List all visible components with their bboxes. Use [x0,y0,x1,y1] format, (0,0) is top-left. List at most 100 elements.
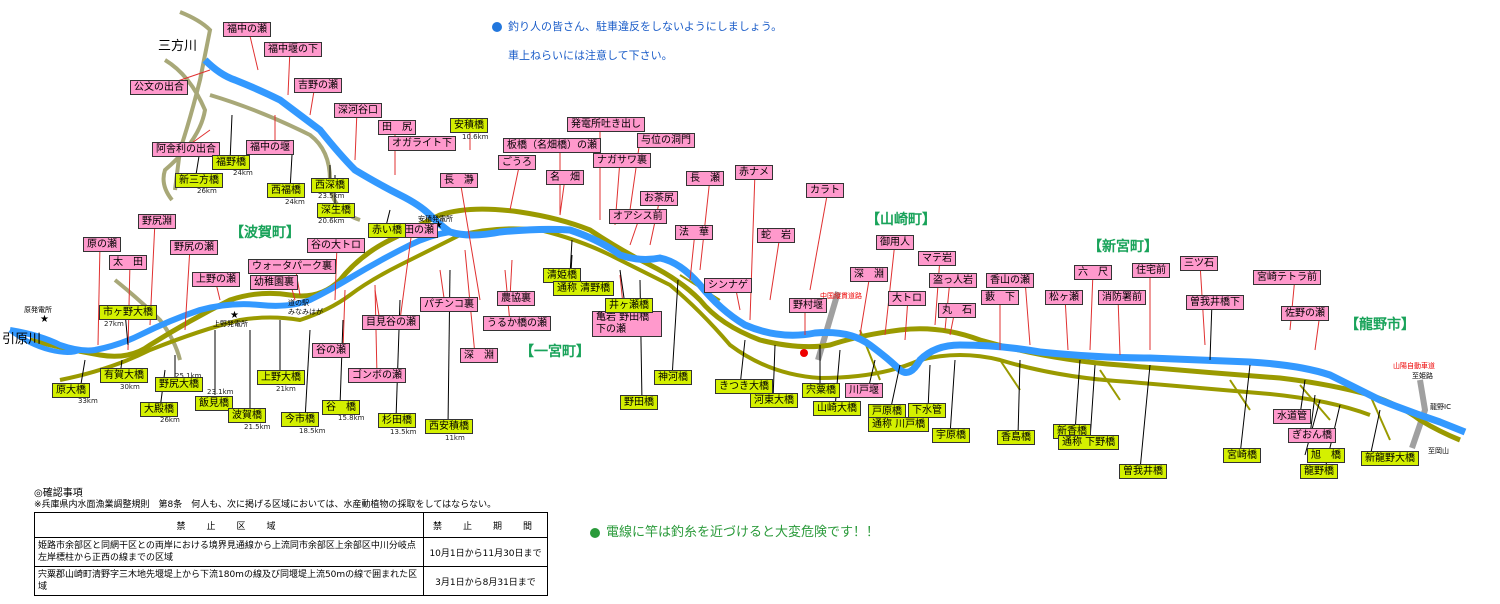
distance-marker: 27km [104,320,124,328]
bridge-label: 今市橋 [281,412,319,427]
spot-label: 藪 下 [981,290,1019,305]
rule-period: 10月1日から11月30日まで [423,537,548,567]
rules-title: ◎確認事項 [34,488,83,499]
star-marker-1: ★ [40,314,49,325]
spot-label: 大トロ [888,291,926,306]
bridge-label: 原大橋 [52,383,90,398]
distance-marker: 23.1km [207,388,234,396]
spot-label: 川戸堰 [845,383,883,398]
bridge-label: 赤い橋 [368,223,406,238]
distance-marker: 13.5km [390,428,417,436]
trail-ridge [209,93,361,222]
star-marker-3: ★ [434,220,443,231]
bridge-label: 市ヶ野大橋 [99,305,157,320]
expressway-sanyo [1409,379,1429,449]
spot-label: 三ツ石 [1180,256,1218,271]
distance-marker: 15.8km [338,414,365,422]
spot-label: 深河谷口 [334,103,382,118]
bridge-label: 井ヶ瀬橋 [605,298,653,313]
spot-label: 亀岩 野田橋下の瀬 [592,311,662,337]
spot-label: 長 瀞 [440,173,478,188]
river-hikihara [8,327,82,355]
place-oka: 至岡山 [1428,447,1449,455]
place-sanyo-sub: 至姫路 [1412,372,1433,380]
spot-label: 水道管 [1273,409,1311,424]
spot-label: 発電所吐き出し [567,117,645,132]
spot-label: お茶尻 [640,191,678,206]
bridge-label: 杉田橋 [378,413,416,428]
bridge-label: 龍野橋 [1300,464,1338,479]
bridge-label: 西安積橋 [425,419,473,434]
spot-label: オガライト下 [388,136,456,151]
place-michinoeki-sub: みなみはが [288,308,323,316]
spot-label: 宮崎テトラ前 [1253,270,1321,285]
town-shingu: 【新宮町】 [1088,239,1158,255]
distance-marker: 26km [160,416,180,424]
distance-marker: 24km [233,169,253,177]
table-header-row: 禁 止 区 域 禁 止 期 間 [34,512,548,538]
bridge-label: 宇原橋 [932,428,970,443]
spot-label: 松ヶ瀬 [1045,290,1083,305]
bridge-label: 通称 下野橋 [1058,435,1120,450]
spot-label: 板橋（名畑橋）の瀬 [503,138,601,153]
table-row: 姫路市余部区と同網干区との両岸における境界見通線から上流同市余部区上余部区中川分… [34,537,548,567]
place-hatsudensho: 原発電所 [24,306,52,314]
distance-marker: 23.5km [318,192,345,200]
river-name-sankata: 三方川 [158,39,198,54]
spot-label: 農協裏 [497,291,535,306]
rules-table: 禁 止 区 域 禁 止 期 間 姫路市余部区と同網干区との両岸における境界見通線… [34,512,548,596]
notice-theft: 車上ねらいには注意して下さい。 [508,49,673,62]
town-ichinomiya: 【一宮町】 [520,344,590,360]
bridge-label: 大殿橋 [140,402,178,417]
bridge-label: 上野大橋 [257,370,305,385]
spot-label: ウォータパーク裏 [248,259,336,274]
distance-marker: 20.6km [318,217,345,225]
distance-marker: 18.5km [299,427,326,435]
spot-label: 曽我井橋下 [1186,295,1244,310]
bridge-label: 山崎大橋 [813,401,861,416]
bridge-label: 旭 橋 [1307,448,1345,463]
bridge-label: 宮崎橋 [1223,448,1261,463]
bridge-label: 新三方橋 [175,173,223,188]
warning-power-lines: 電線に竿は釣糸を近づけると大変危険です！！ [590,521,879,540]
spot-label: 野尻の瀬 [170,240,218,255]
spot-label: カラト [806,183,844,198]
spot-label: うるか橋の瀬 [483,316,551,331]
bridge-label: 野尻大橋 [155,377,203,392]
bridge-label: 神河橋 [654,370,692,385]
bridge-label: 宍粟橋 [802,383,840,398]
spot-label: 吉野の瀬 [294,78,342,93]
spot-label: ナガサワ裏 [593,153,651,168]
spot-label: シンナゲ [704,278,752,293]
spot-label: ごうろ [498,155,536,170]
star-marker-2: ★ [230,310,239,321]
trail-sankata [173,10,213,191]
bridge-label: 新龍野大橋 [1361,451,1419,466]
spot-label: 福中の堰 [246,140,294,155]
spot-label: 佐野の瀬 [1281,306,1329,321]
spot-label: 消防署前 [1098,290,1146,305]
spot-label: 御用人 [876,235,914,250]
spot-label: 与位の洞門 [637,133,695,148]
town-haga: 【波賀町】 [230,225,300,241]
place-anshu-hatsuden: 安積発電所 [418,215,453,223]
spot-label: 原の瀬 [83,237,121,252]
table-row: 宍粟郡山崎町清野字三木地先堰堤上から下流180mの線及び同堰堤上流50mの線で囲… [34,566,548,596]
bridge-label: 下水管 [908,403,946,418]
leader-lines [97,35,1321,377]
spot-label: 長 瀬 [686,171,724,186]
distance-marker: 26km [197,187,217,195]
distance-marker: 21km [276,385,296,393]
spot-label: 深 淵 [460,348,498,363]
bridge-label: 西福橋 [267,183,305,198]
bridge-label: きつき大橋 [715,379,773,394]
bridge-label: 通称 川戸橋 [868,417,930,432]
distance-marker: 30km [120,383,140,391]
spot-label: 谷の瀬 [312,343,350,358]
header-period: 禁 止 期 間 [423,512,548,538]
notice-parking: 釣り人の皆さん、駐車違反をしないようにしましょう。 [492,18,782,34]
bullet-icon [590,527,600,538]
bridge-label: 西深橋 [311,178,349,193]
town-yamasaki: 【山崎町】 [866,212,936,228]
